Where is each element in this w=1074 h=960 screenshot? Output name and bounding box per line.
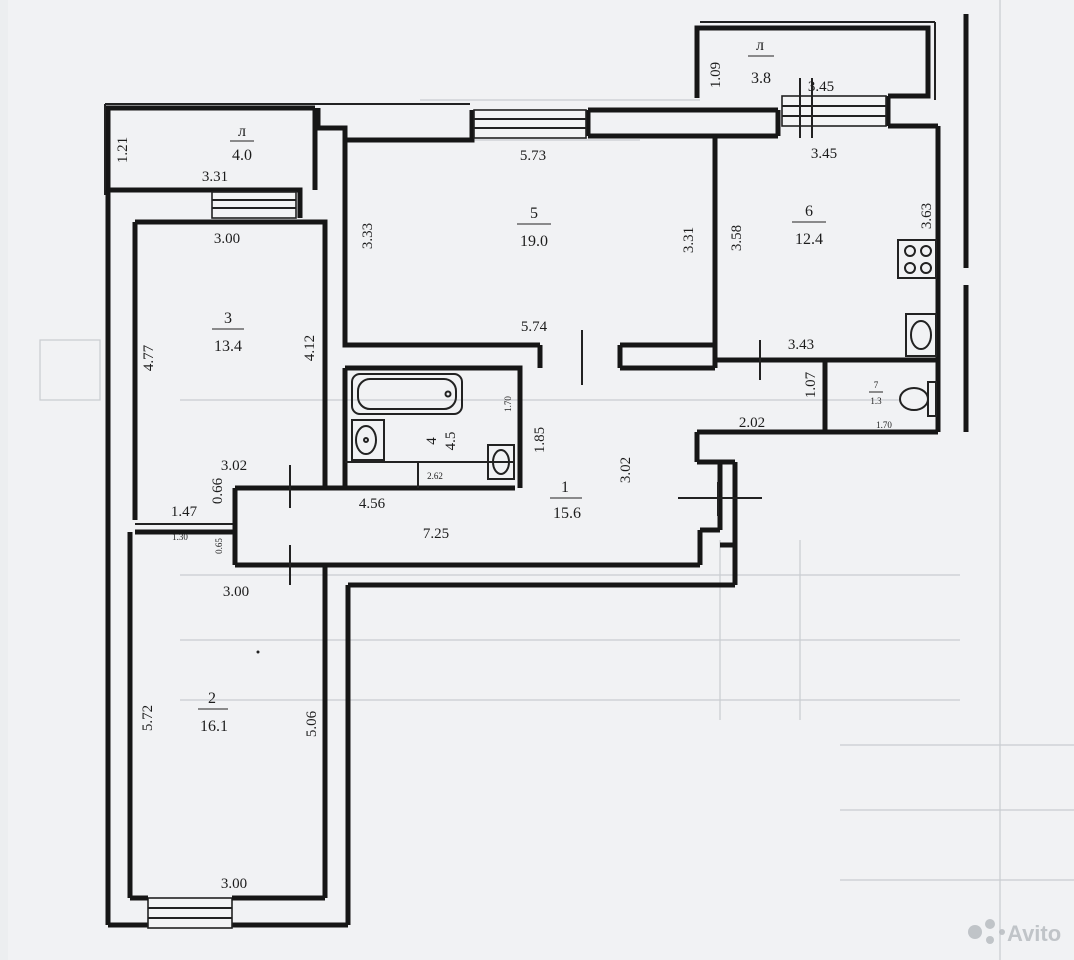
fixtures bbox=[256, 239, 937, 654]
dim-r6-bottom: 3.43 bbox=[788, 337, 814, 353]
room-label-5: 5 bbox=[530, 205, 538, 222]
dim-r3-top: 3.00 bbox=[214, 231, 240, 247]
dim-r3-bottom: 3.02 bbox=[221, 458, 247, 474]
interior-walls bbox=[127, 136, 938, 901]
dim-r2-right: 5.06 bbox=[304, 710, 320, 737]
dim-b1-depth: 1.21 bbox=[115, 137, 131, 163]
dim-r6-top: 3.45 bbox=[811, 146, 837, 162]
washing-machine bbox=[487, 444, 515, 480]
room-label-7: 7 bbox=[874, 380, 879, 390]
room-label-2: 2 bbox=[208, 690, 216, 707]
dim-hall-height: 3.02 bbox=[618, 457, 634, 483]
dim-hall-right: 2.02 bbox=[739, 415, 765, 431]
kitchen-sink bbox=[905, 313, 937, 357]
dim-r3-right: 4.12 bbox=[302, 335, 318, 361]
window-marks bbox=[147, 78, 887, 929]
dim-bath-height: 1.85 bbox=[532, 427, 548, 453]
dim-b1-width: 3.31 bbox=[202, 169, 228, 185]
dim-r5-bottom: 5.74 bbox=[521, 319, 548, 335]
show-through-ghost-lines bbox=[39, 0, 1074, 960]
dim-b2-depth: 1.09 bbox=[708, 62, 724, 88]
dim-bath-side: 1.70 bbox=[503, 396, 513, 412]
dim-b2-width: 3.45 bbox=[808, 79, 834, 95]
dim-wc-bottom: 1.70 bbox=[876, 420, 892, 430]
dim-r2-left: 5.72 bbox=[140, 705, 156, 731]
room-area-7: 1.3 bbox=[870, 396, 882, 406]
outer-walls bbox=[105, 96, 941, 928]
window-room-6 bbox=[781, 95, 887, 127]
window-room-2 bbox=[147, 897, 233, 929]
dim-r5-right: 3.31 bbox=[681, 227, 697, 253]
toilet-bowl bbox=[899, 387, 929, 411]
room-label-3: 3 bbox=[224, 310, 232, 327]
door-ticks bbox=[289, 330, 762, 585]
room-label-balcony-1: л bbox=[238, 123, 246, 140]
dim-r6-left: 3.58 bbox=[729, 225, 745, 251]
dim-hall-len1: 4.56 bbox=[359, 496, 386, 512]
dimension-labels: 3.31 1.21 1.09 3.45 5.73 5.74 3.33 3.31 … bbox=[115, 62, 935, 892]
room-area-5: 19.0 bbox=[520, 233, 548, 250]
paper-sheet bbox=[8, 0, 1074, 960]
dim-hall-short: 1.47 bbox=[171, 504, 198, 520]
window-room-5 bbox=[473, 109, 587, 139]
room-area-balcony-2: 3.8 bbox=[751, 70, 771, 87]
room-area-1: 15.6 bbox=[553, 505, 581, 522]
bath-sink bbox=[351, 419, 385, 461]
dim-r2-bottom: 3.00 bbox=[221, 876, 247, 892]
dim-hall-left: 0.66 bbox=[210, 477, 226, 504]
dim-hall-len2: 7.25 bbox=[423, 526, 449, 542]
dim-hall-tiny-a: 1.30 bbox=[172, 532, 188, 542]
dim-bath-tiny: 2.62 bbox=[427, 471, 443, 481]
dim-hall-tiny-b: 0.65 bbox=[214, 538, 224, 554]
room-area-3: 13.4 bbox=[214, 338, 242, 355]
avito-logo-icon bbox=[968, 919, 1005, 944]
window-room-3 bbox=[211, 191, 297, 219]
dim-r6-right: 3.63 bbox=[919, 203, 935, 229]
dim-wc-side: 1.07 bbox=[803, 371, 819, 398]
dim-r5-top: 5.73 bbox=[520, 148, 546, 164]
bathtub bbox=[351, 373, 463, 415]
avito-watermark-text: Avito bbox=[1007, 921, 1061, 946]
dim-r5-left: 3.33 bbox=[360, 223, 376, 249]
room-area-4: 4.5 bbox=[443, 432, 459, 451]
room-labels: л 4.0 л 3.8 1 15.6 2 16.1 3 13.4 4 4.5 5… bbox=[198, 37, 883, 735]
balcony-2-outline bbox=[694, 21, 936, 100]
room-label-6: 6 bbox=[805, 203, 813, 220]
avito-watermark: Avito bbox=[968, 919, 1061, 946]
room-area-6: 12.4 bbox=[795, 231, 823, 248]
dim-r2-top: 3.00 bbox=[223, 584, 249, 600]
room-label-1: 1 bbox=[561, 479, 569, 496]
room-area-2: 16.1 bbox=[200, 718, 228, 735]
kitchen-stove bbox=[897, 239, 937, 279]
room-label-balcony-2: л bbox=[756, 37, 764, 54]
room-label-4: 4 bbox=[424, 437, 440, 445]
room-area-balcony-1: 4.0 bbox=[232, 147, 252, 164]
dim-r3-left: 4.77 bbox=[141, 344, 157, 371]
